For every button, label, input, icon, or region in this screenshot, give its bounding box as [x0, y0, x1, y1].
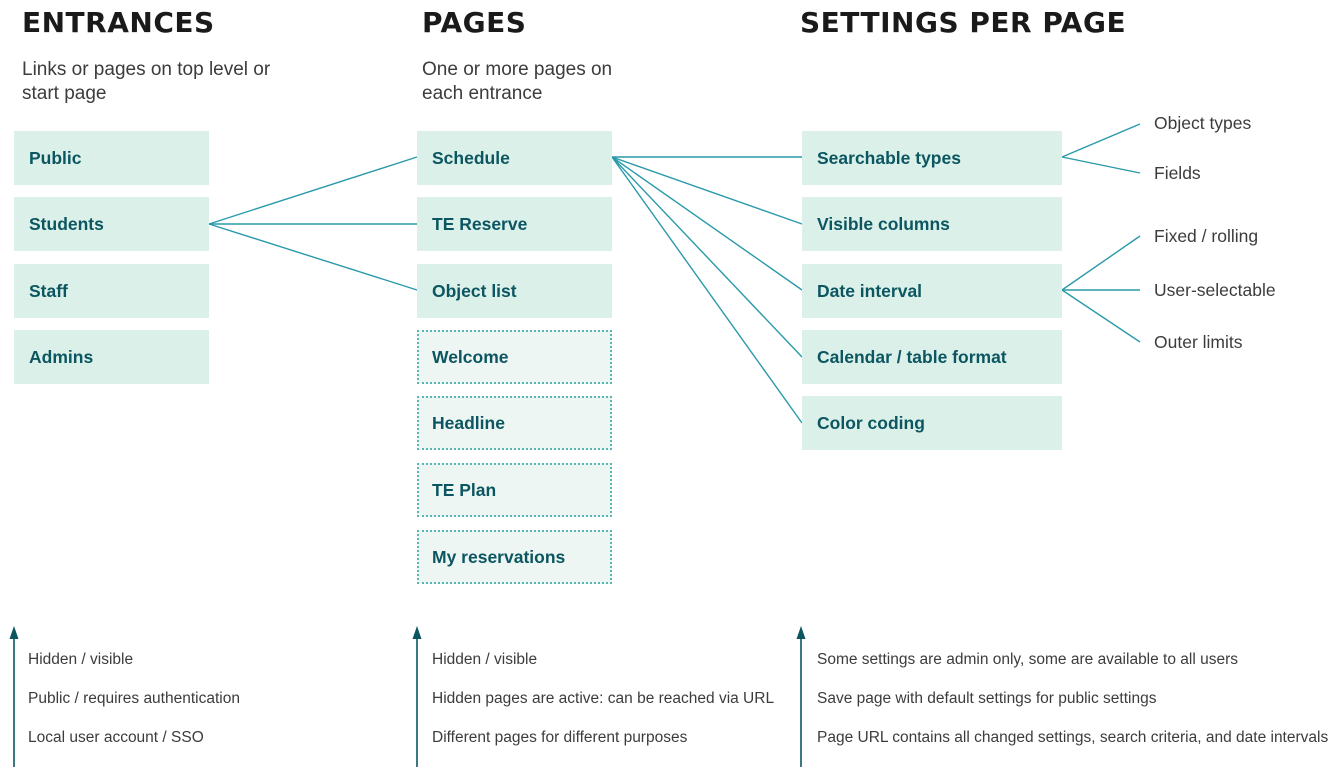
- settings-note-1: Some settings are admin only, some are a…: [817, 651, 1239, 668]
- entrances-note-3: Local user account / SSO: [28, 729, 204, 746]
- entrance-students[interactable]: Students: [14, 197, 209, 251]
- option-object-types: Object types: [1154, 113, 1252, 133]
- connector-searchable-object-types: [1061, 123, 1141, 158]
- connector-students-object-list: [208, 223, 418, 291]
- setting-calendar-table-format[interactable]: Calendar / table format: [802, 330, 1062, 384]
- connector-schedule-date-interval: [611, 156, 803, 291]
- pages-note-3: Different pages for different purposes: [432, 729, 688, 746]
- connector-schedule-color-coding: [611, 156, 803, 424]
- option-user-selectable: User-selectable: [1154, 280, 1276, 300]
- entrance-public[interactable]: Public: [14, 131, 209, 185]
- pages-note-2: Hidden pages are active: can be reached …: [432, 690, 775, 707]
- page-te-plan-hidden[interactable]: TE Plan: [417, 463, 612, 517]
- option-fields: Fields: [1154, 163, 1201, 183]
- connector-schedule-calendar-format: [611, 156, 803, 358]
- setting-searchable-types[interactable]: Searchable types: [802, 131, 1062, 185]
- settings-note-3: Page URL contains all changed settings, …: [817, 729, 1329, 746]
- connector-date-outer-limits: [1061, 289, 1141, 343]
- entrance-staff[interactable]: Staff: [14, 264, 209, 318]
- page-te-reserve[interactable]: TE Reserve: [417, 197, 612, 251]
- connector-searchable-fields: [1061, 156, 1141, 174]
- entrance-admins[interactable]: Admins: [14, 330, 209, 384]
- connector-date-fixed-rolling: [1061, 235, 1141, 291]
- settings-heading: SETTINGS PER PAGE: [800, 6, 1127, 39]
- settings-note-2: Save page with default settings for publ…: [817, 690, 1157, 707]
- page-my-reservations-hidden[interactable]: My reservations: [417, 530, 612, 584]
- connector-schedule-visible-columns: [611, 156, 803, 225]
- arrow-pages-head: [412, 626, 422, 639]
- connector-students-schedule: [208, 156, 418, 225]
- setting-visible-columns[interactable]: Visible columns: [802, 197, 1062, 251]
- pages-subtitle: One or more pages on each entrance: [422, 59, 613, 104]
- entrances-note-1: Hidden / visible: [28, 651, 134, 668]
- arrow-settings-head: [796, 626, 806, 639]
- page-headline-hidden[interactable]: Headline: [417, 396, 612, 450]
- entrances-heading: ENTRANCES: [22, 6, 215, 39]
- setting-date-interval[interactable]: Date interval: [802, 264, 1062, 318]
- entrances-note-2: Public / requires authentication: [28, 690, 240, 707]
- option-outer-limits: Outer limits: [1154, 332, 1243, 352]
- pages-note-1: Hidden / visible: [432, 651, 538, 668]
- page-welcome-hidden[interactable]: Welcome: [417, 330, 612, 384]
- pages-heading: PAGES: [422, 6, 527, 39]
- setting-color-coding[interactable]: Color coding: [802, 396, 1062, 450]
- entrances-subtitle: Links or pages on top level or start pag…: [22, 59, 271, 104]
- page-schedule[interactable]: Schedule: [417, 131, 612, 185]
- option-fixed-rolling: Fixed / rolling: [1154, 226, 1259, 246]
- page-object-list[interactable]: Object list: [417, 264, 612, 318]
- arrow-entrances-head: [9, 626, 19, 639]
